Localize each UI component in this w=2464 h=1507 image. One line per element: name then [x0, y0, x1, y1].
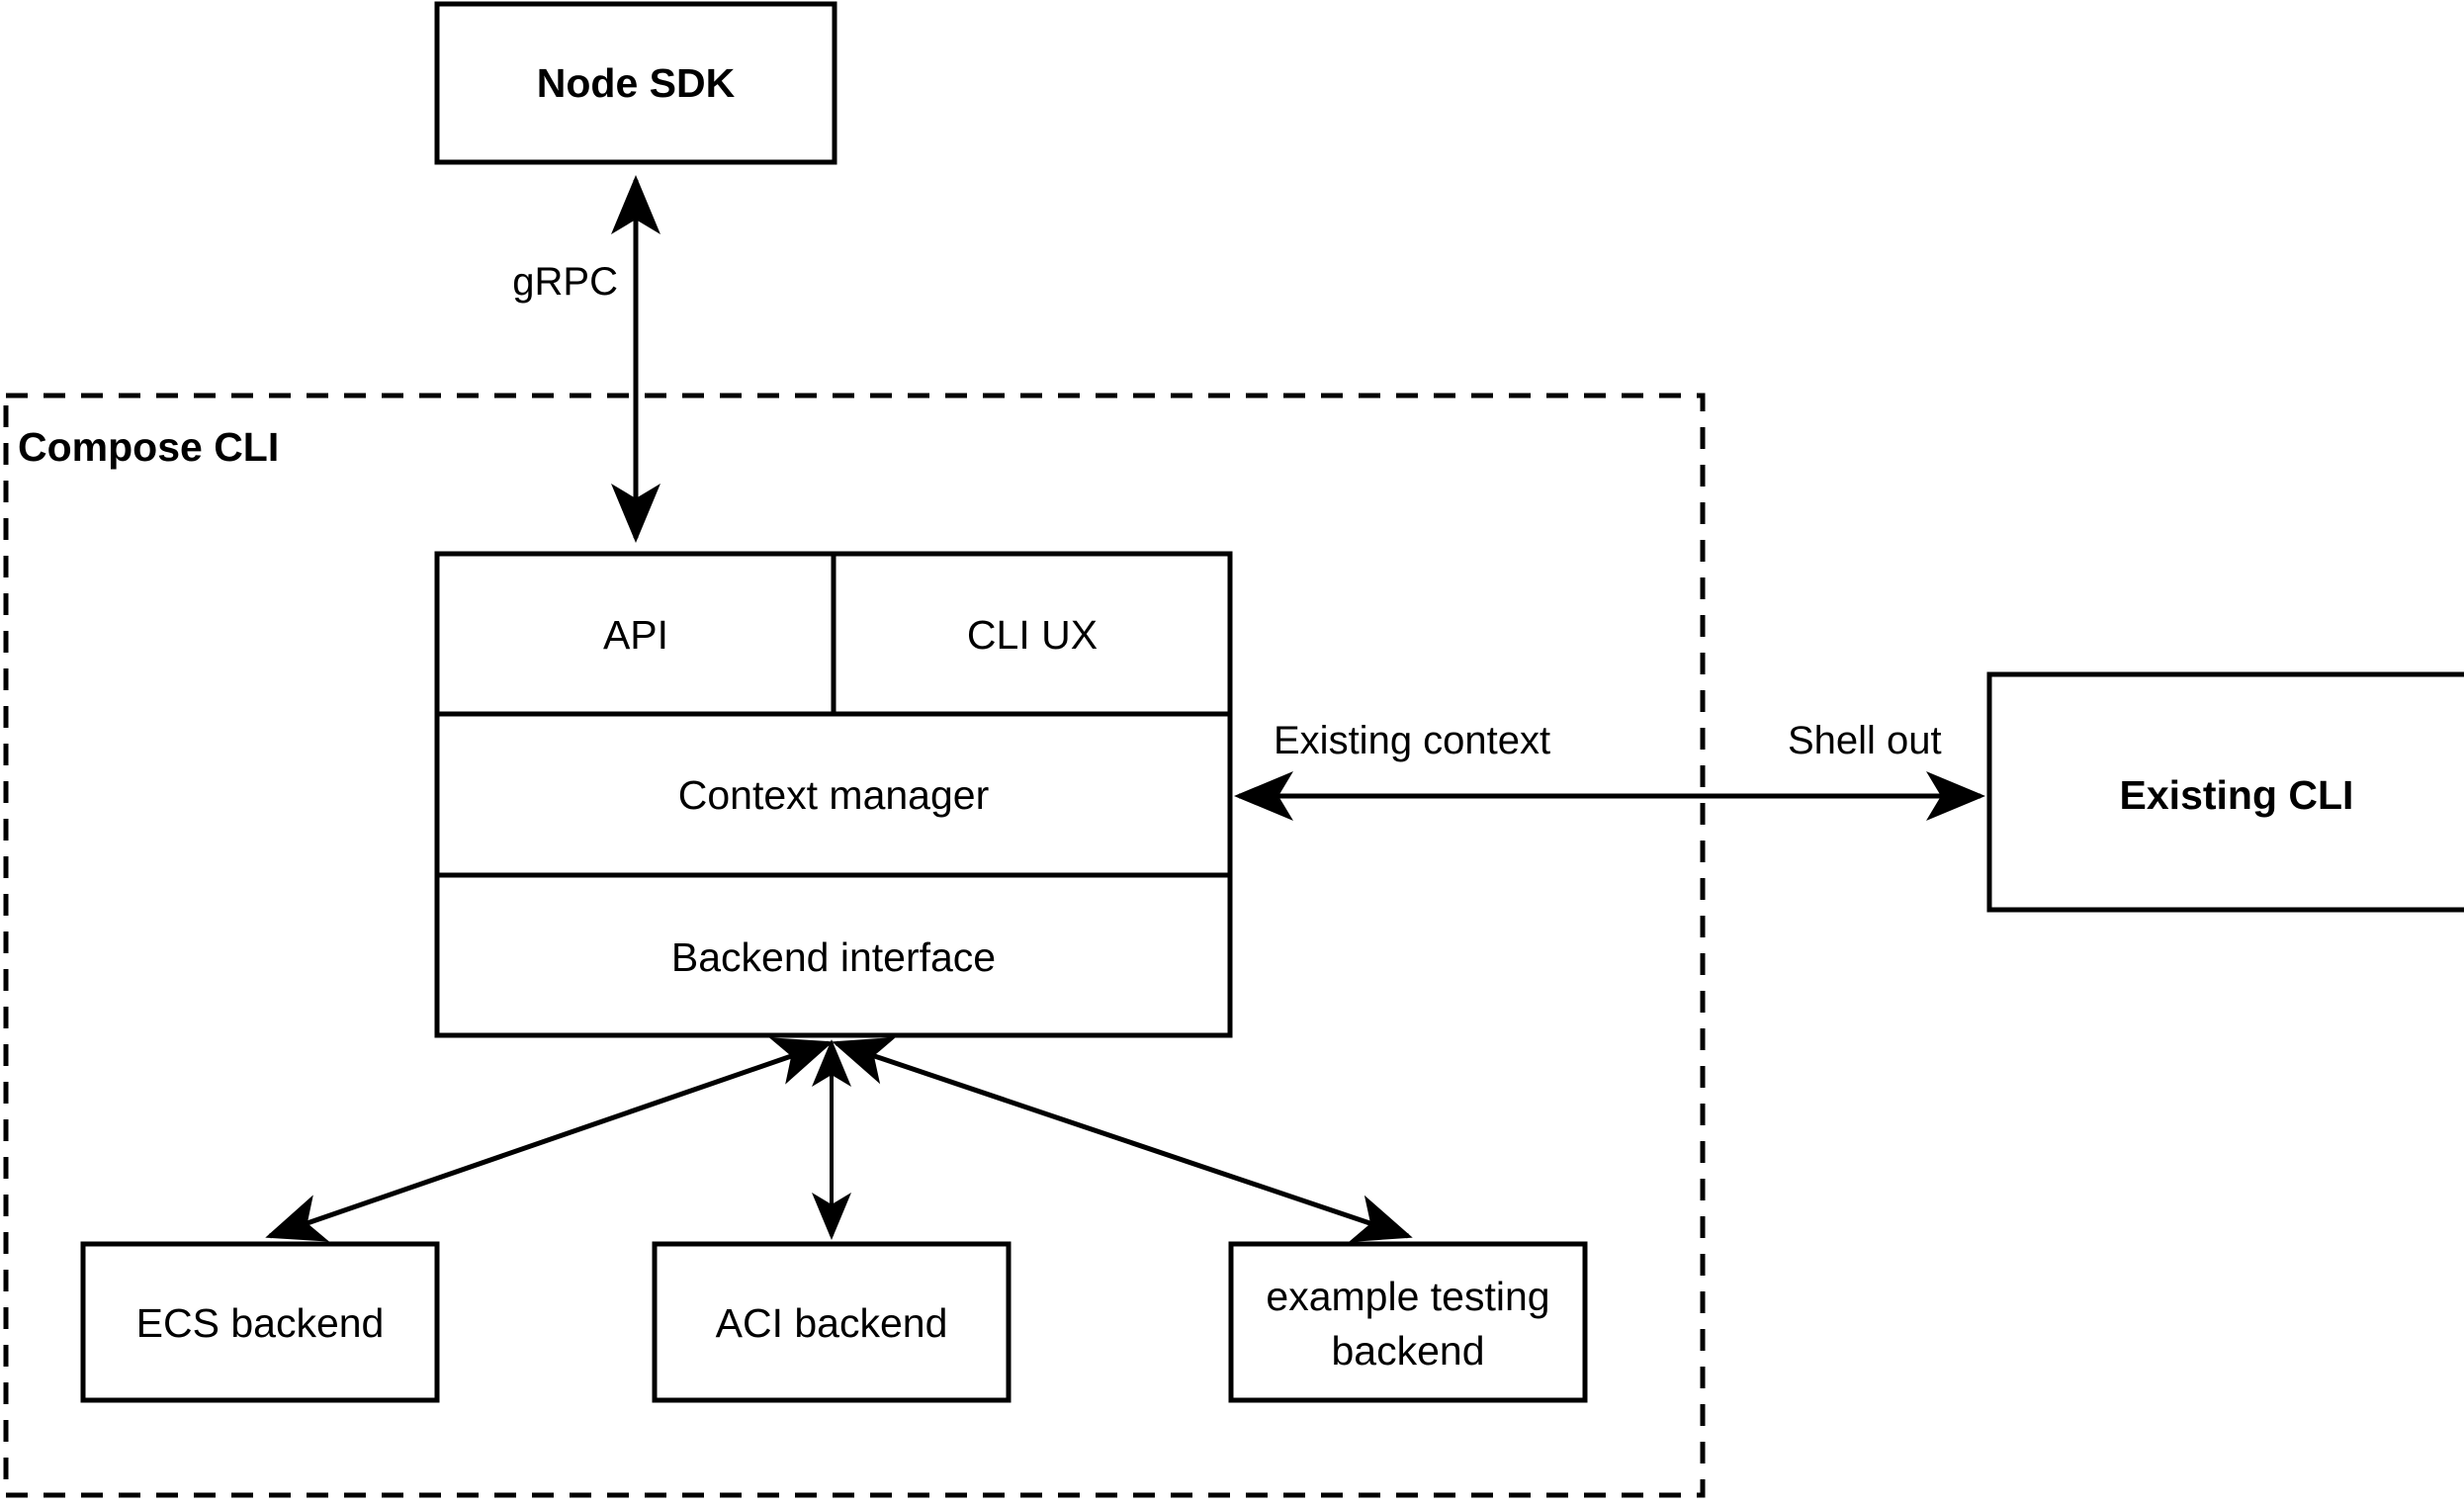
existing-context-edge-label: Existing context: [1274, 719, 1550, 762]
compose-cli-container-label: Compose CLI: [18, 424, 279, 470]
example-testing-backend-box: [1228, 1241, 1588, 1403]
context-manager-label: Context manager: [678, 772, 990, 818]
existing-cli-label: Existing CLI: [2120, 772, 2354, 818]
example-testing-backend-connector: [832, 1036, 1413, 1243]
ecs-backend-connector: [265, 1037, 834, 1242]
grpc-edge-label: gRPC: [512, 260, 618, 304]
api-label: API: [603, 612, 668, 658]
backend-interface-label: Backend interface: [671, 934, 996, 980]
aci-backend-label: ACI backend: [716, 1300, 948, 1346]
compose-cli-container: [3, 393, 1706, 1498]
node-sdk-box: [434, 1, 837, 165]
cli-ux-label: CLI UX: [967, 612, 1098, 658]
node-sdk-label: Node SDK: [537, 60, 736, 106]
aci-backend-box: [652, 1241, 1012, 1403]
existing-cli-box: [1986, 671, 2464, 913]
example-testing-backend-label-line1: example testing: [1266, 1274, 1549, 1319]
shell-out-edge-label: Shell out: [1788, 719, 1942, 762]
ecs-backend-box: [80, 1241, 440, 1403]
example-testing-backend-label-line2: backend: [1331, 1328, 1484, 1374]
ecs-backend-label: ECS backend: [136, 1300, 385, 1346]
